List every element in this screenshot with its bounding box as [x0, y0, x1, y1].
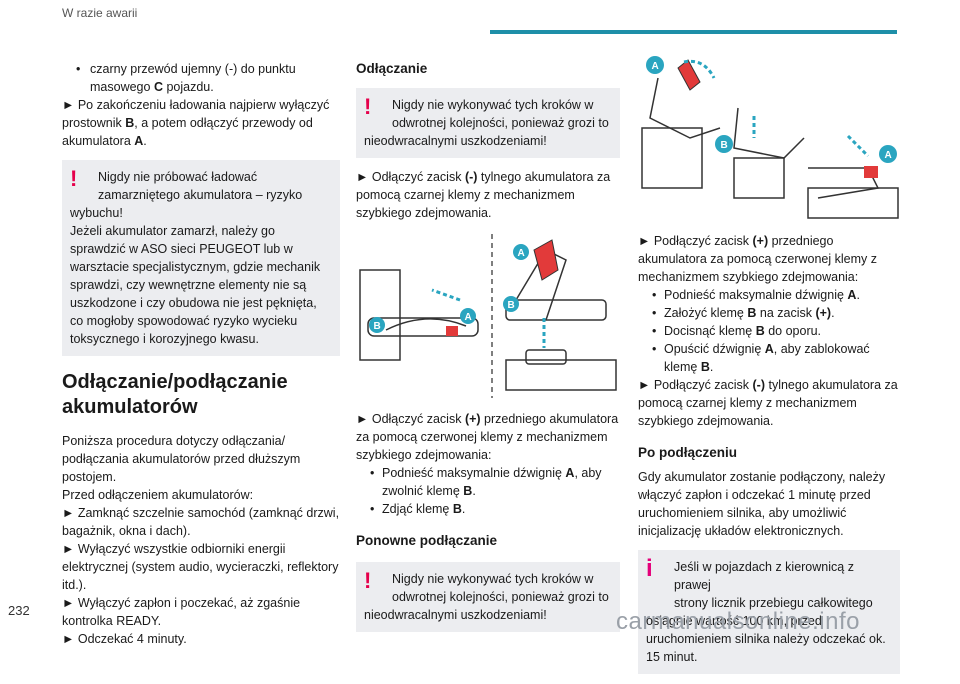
watermark: carmanualsonline.info — [616, 608, 860, 635]
column-2: Odłączanie ! Nigdy nie wykonywać tych kr… — [356, 60, 620, 642]
bullet-text: Założyć klemę B na zacisk (+). — [638, 304, 900, 322]
label-a-top: A — [652, 61, 659, 72]
warning-text: Jeżeli akumulator zamarzł, należy go spr… — [70, 224, 321, 346]
disconnect-illustration: B A A B — [359, 234, 617, 398]
warning-box: ! Nigdy nie wykonywać tych kroków w odwr… — [356, 88, 620, 158]
warning-line: zamarzniętego akumulatora – ryzyko — [98, 188, 303, 202]
info-line: strony licznik przebiegu całkowitego — [674, 596, 873, 610]
warning-line: odwrotnej kolejności, ponieważ grozi to — [392, 590, 609, 604]
label-b-middle: B — [721, 140, 728, 151]
warning-icon: ! — [70, 166, 78, 191]
header-accent-bar — [490, 30, 897, 34]
label-a-right: A — [518, 248, 525, 259]
bullet-text: czarny przewód ujemny (-) do punktu maso… — [62, 60, 340, 96]
warning-line: nieodwracalnymi uszkodzeniami! — [364, 608, 547, 622]
subheading-after-connect: Po podłączeniu — [638, 445, 738, 460]
warning-line: wybuchu! — [70, 206, 123, 220]
column-1: czarny przewód ujemny (-) do punktu maso… — [62, 60, 340, 648]
label-a-right: A — [885, 150, 892, 161]
bullet-text: Opuścić dźwignię A, aby zablokować klemę… — [638, 340, 900, 376]
bullet-text: Podnieść maksymalnie dźwignię A, aby zwo… — [356, 464, 620, 500]
warning-icon: ! — [364, 568, 372, 593]
bullet-text: Zdjąć klemę B. — [356, 500, 620, 518]
reconnect-figure: A B A — [638, 48, 900, 220]
section-heading: Odłączanie/podłączanie akumulatorów — [62, 371, 288, 418]
subheading-disconnect: Odłączanie — [356, 61, 428, 76]
disconnect-figure: B A A B — [356, 230, 620, 400]
reconnect-illustration: A B A — [641, 56, 899, 219]
paragraph: ► Odłączyć zacisk (+) przedniego akumula… — [356, 412, 619, 462]
paragraph: Przed odłączeniem akumulatorów: — [62, 488, 254, 502]
warning-box: ! Nigdy nie próbować ładować zamarznięte… — [62, 160, 340, 356]
paragraph: Gdy akumulator zostanie podłączony, nale… — [638, 470, 886, 538]
warning-line: Nigdy nie wykonywać tych kroków w — [392, 98, 594, 112]
paragraph: ► Podłączyć zacisk (-) tylnego akumulato… — [638, 378, 898, 428]
page-number: 232 — [8, 603, 30, 618]
bullet-text: Docisnąć klemę B do oporu. — [638, 322, 900, 340]
bullet-text: Podnieść maksymalnie dźwignię A. — [638, 286, 900, 304]
warning-box: ! Nigdy nie wykonywać tych kroków w odwr… — [356, 562, 620, 632]
warning-icon: ! — [364, 94, 372, 119]
label-a-left: A — [465, 312, 472, 323]
column-3: A B A ► Podłączyć zacisk (+) przedniego … — [638, 48, 900, 684]
info-line: Jeśli w pojazdach z kierownicą z prawej — [674, 560, 854, 592]
paragraph: ► Wyłączyć wszystkie odbiorniki energii … — [62, 542, 339, 592]
warning-line: nieodwracalnymi uszkodzeniami! — [364, 134, 547, 148]
paragraph: ► Odłączyć zacisk (-) tylnego akumulator… — [356, 170, 611, 220]
info-icon: i — [646, 555, 653, 582]
paragraph: ► Po zakończeniu ładowania najpierw wyłą… — [62, 98, 330, 148]
paragraph: ► Zamknąć szczelnie samochód (zamknąć dr… — [62, 506, 340, 538]
paragraph: Poniższa procedura dotyczy odłączania/ p… — [62, 434, 301, 484]
label-b-right: B — [508, 300, 515, 311]
warning-line: odwrotnej kolejności, ponieważ grozi to — [392, 116, 609, 130]
paragraph: ► Podłączyć zacisk (+) przedniego akumul… — [638, 234, 877, 284]
subheading-reconnect: Ponowne podłączanie — [356, 533, 498, 548]
section-title: W razie awarii — [62, 6, 138, 20]
paragraph: ► Wyłączyć zapłon i poczekać, aż zgaśnie… — [62, 596, 301, 628]
label-b-left: B — [374, 321, 381, 332]
paragraph: ► Odczekać 4 minuty. — [62, 632, 187, 646]
warning-line: Nigdy nie próbować ładować — [98, 170, 258, 184]
warning-line: Nigdy nie wykonywać tych kroków w — [392, 572, 594, 586]
